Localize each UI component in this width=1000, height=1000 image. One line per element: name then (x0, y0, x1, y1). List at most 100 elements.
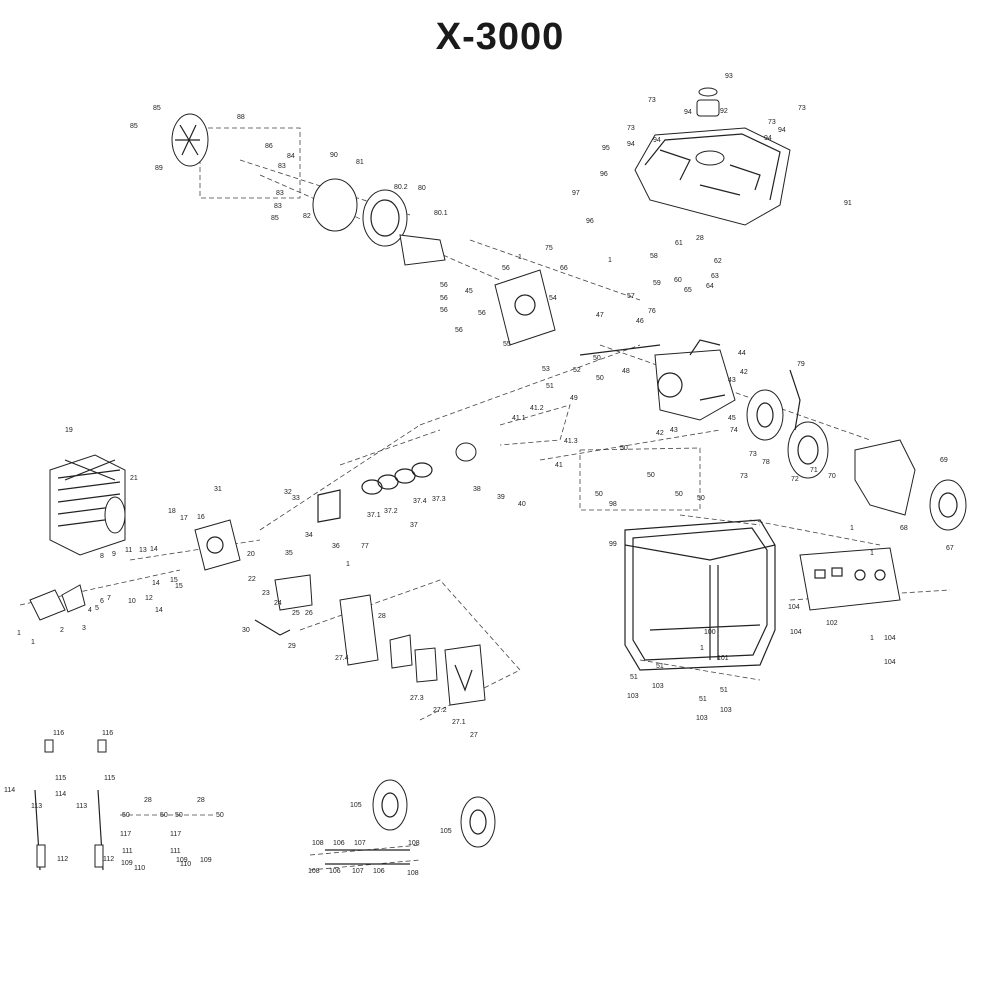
part-label-94-2: 94 (653, 137, 661, 144)
handle-kit (34, 739, 107, 871)
part-label-91: 91 (844, 200, 852, 207)
part-label-37-3: 37.3 (432, 496, 446, 503)
part-label-50: 50 (596, 375, 604, 382)
part-label-98: 98 (609, 501, 617, 508)
part-label-56: 56 (440, 282, 448, 289)
part-label-9: 9 (112, 551, 116, 558)
part-label-103: 103 (627, 693, 639, 700)
part-label-38: 38 (473, 486, 481, 493)
part-label-1: 1 (17, 630, 21, 637)
part-label-56-4: 56 (440, 307, 448, 314)
part-label-75: 75 (545, 245, 553, 252)
part-label-108: 108 (312, 840, 324, 847)
part-label-78: 78 (762, 459, 770, 466)
part-label-117-3: 117 (170, 831, 181, 838)
alternator-assembly (171, 113, 446, 266)
part-label-99: 99 (609, 541, 617, 548)
part-label-41: 41 (555, 462, 563, 469)
part-label-27: 27 (470, 732, 478, 739)
part-label-50-8: 50 (160, 812, 168, 819)
part-label-5: 5 (95, 605, 99, 612)
part-label-40: 40 (518, 501, 526, 508)
part-label-110-2: 110 (180, 861, 191, 868)
part-label-74: 74 (730, 427, 738, 434)
part-label-108-3: 108 (407, 870, 419, 877)
part-label-82: 82 (303, 213, 311, 220)
part-label-94-4: 94 (778, 127, 786, 134)
generator-frame (624, 519, 776, 671)
part-label-102: 102 (826, 620, 838, 627)
part-label-1-4: 1 (608, 257, 612, 264)
part-label-114: 114 (4, 787, 15, 794)
part-label-50-5: 50 (675, 491, 683, 498)
part-label-32: 32 (284, 489, 292, 496)
part-label-44: 44 (738, 350, 746, 357)
part-label-111-2: 111 (170, 848, 181, 855)
part-label-105-2: 105 (440, 828, 452, 835)
part-label-57: 57 (627, 293, 635, 300)
part-label-28-3: 28 (144, 797, 152, 804)
part-label-27-3: 27.3 (410, 695, 424, 702)
part-label-1-5: 1 (850, 525, 854, 532)
part-label-60: 60 (674, 277, 682, 284)
part-label-93: 93 (725, 73, 733, 80)
part-label-105: 105 (350, 802, 362, 809)
part-label-77: 77 (361, 543, 369, 550)
part-label-56-3: 56 (478, 310, 486, 317)
part-label-115: 115 (55, 775, 66, 782)
part-label-94: 94 (627, 141, 635, 148)
part-label-49: 49 (570, 395, 578, 402)
part-label-21: 21 (130, 475, 138, 482)
part-label-50-9: 50 (175, 812, 183, 819)
part-label-45: 45 (728, 415, 736, 422)
part-label-106-3: 106 (373, 868, 385, 875)
part-label-34: 34 (305, 532, 313, 539)
part-label-8: 8 (100, 553, 104, 560)
carburetor-assembly (29, 519, 313, 636)
part-label-109: 109 (121, 860, 133, 867)
part-label-117-2: 117 (120, 831, 131, 838)
part-label-108-2: 108 (408, 840, 420, 847)
fuel-tank (634, 87, 791, 226)
part-label-17: 17 (180, 515, 188, 522)
part-label-10: 10 (128, 598, 136, 605)
part-label-73-6: 73 (749, 451, 757, 458)
part-label-13: 13 (139, 547, 147, 554)
part-label-73-4: 73 (768, 119, 776, 126)
part-label-23: 23 (262, 590, 270, 597)
part-label-51-4: 51 (699, 696, 707, 703)
part-label-96: 96 (600, 171, 608, 178)
part-label-83: 83 (278, 163, 286, 170)
part-label-48: 48 (622, 368, 630, 375)
part-label-88: 88 (237, 114, 245, 121)
part-label-37: 37 (410, 522, 418, 529)
part-label-15: 15 (175, 583, 183, 590)
part-label-84: 84 (287, 153, 295, 160)
part-label-89: 89 (155, 165, 163, 172)
part-label-104: 104 (788, 604, 800, 611)
engine-block (494, 269, 736, 421)
part-label-70: 70 (828, 473, 836, 480)
part-label-61: 61 (675, 240, 683, 247)
part-label-43: 43 (670, 427, 678, 434)
part-label-16: 16 (197, 514, 205, 521)
part-label-104-3: 104 (884, 635, 896, 642)
part-label-12: 12 (145, 595, 153, 602)
part-label-85-3: 85 (271, 215, 279, 222)
part-label-73-3: 73 (627, 125, 635, 132)
part-label-37-4: 37.4 (413, 498, 427, 505)
part-label-68: 68 (900, 525, 908, 532)
part-label-76: 76 (648, 308, 656, 315)
part-label-2: 2 (60, 627, 64, 634)
part-label-66: 66 (560, 265, 568, 272)
control-panel (799, 547, 901, 611)
part-label-80: 80 (418, 185, 426, 192)
part-label-73-2: 73 (648, 97, 656, 104)
part-label-71: 71 (810, 467, 818, 474)
part-label-47: 47 (596, 312, 604, 319)
part-label-41-1: 41.1 (512, 415, 526, 422)
part-label-11: 11 (125, 547, 132, 554)
part-label-28-4: 28 (197, 797, 205, 804)
